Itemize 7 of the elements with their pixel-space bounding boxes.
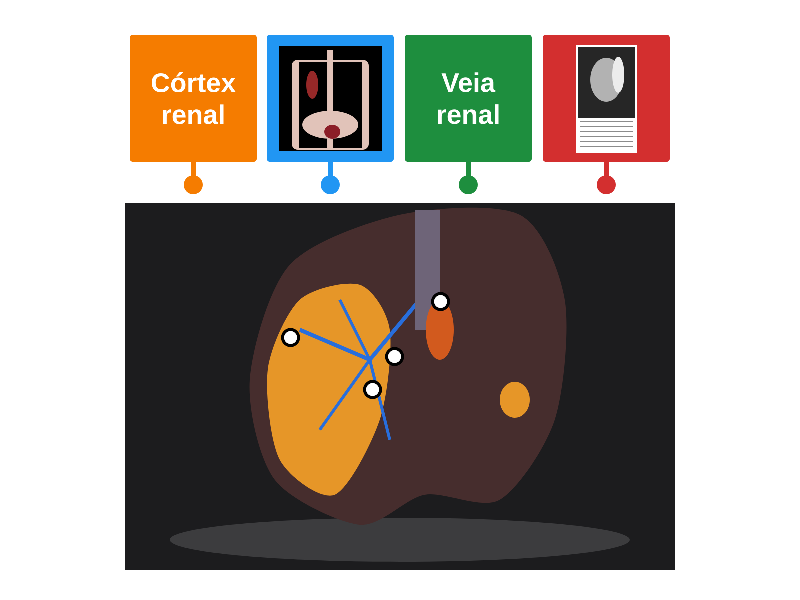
label-tile: Córtex renal [130,35,257,162]
hotspot-dot [385,347,404,366]
label-tile: Veia renal [405,35,532,162]
kidney-illustration-drawing [125,203,675,570]
hotspot-dot [281,328,300,348]
hotspot-dot [363,380,382,400]
hotspot-dot [431,292,450,312]
